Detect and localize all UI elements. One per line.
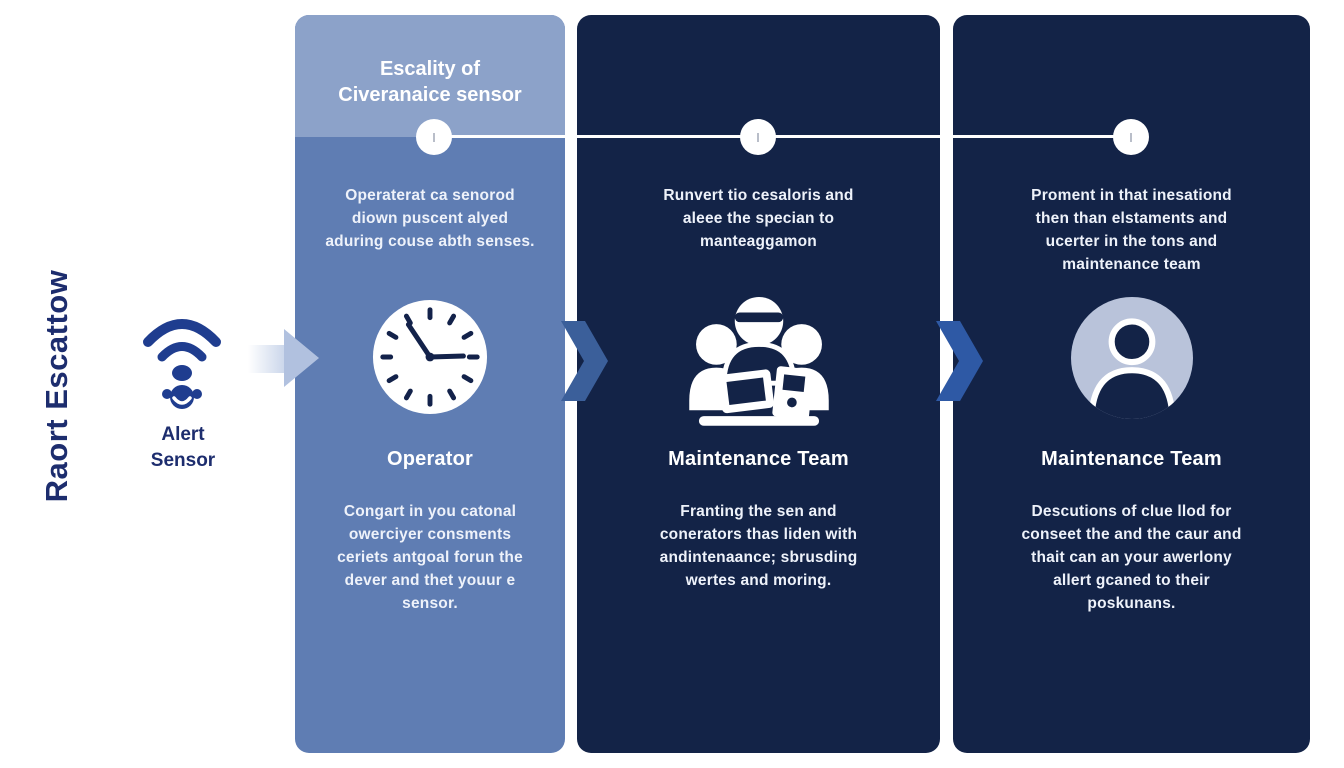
card3-top-text: Proment in that inesationd then than els… bbox=[1031, 187, 1232, 273]
fade-arrow-icon bbox=[284, 329, 319, 392]
card3-role-label: Maintenance Team bbox=[1041, 448, 1222, 470]
chevron-arrow-icon-2 bbox=[936, 321, 983, 406]
card1-role-label: Operator bbox=[386, 448, 474, 470]
fade-arrow-tail bbox=[248, 345, 286, 373]
card3-bottom-text: Descutions of clue llod for conseet the … bbox=[1021, 503, 1242, 612]
chevron-arrow-icon-1 bbox=[561, 321, 608, 406]
timeline-dot-1 bbox=[416, 119, 452, 155]
card1-header-band: Escality of Civeranaice sensor bbox=[295, 15, 565, 137]
card1-title: Escality of Civeranaice sensor bbox=[338, 58, 522, 106]
clock-icon bbox=[371, 298, 489, 421]
team-icon bbox=[681, 283, 836, 436]
card2-top-text: Runvert tio cesaloris and aleee the spec… bbox=[663, 187, 854, 250]
person-icon bbox=[1070, 297, 1193, 424]
vertical-page-title: Raort Escattow bbox=[39, 269, 74, 503]
wifi-sensor-icon bbox=[140, 308, 224, 417]
card1-bottom-text: Congart in you catonal owerciyer consmen… bbox=[337, 503, 523, 612]
card1-top-text: Operaterat ca senorod diown puscent alye… bbox=[325, 187, 535, 250]
card2-bottom-text: Franting the sen and conerators thas lid… bbox=[659, 503, 858, 589]
card2-role-label: Maintenance Team bbox=[668, 448, 849, 470]
timeline-line bbox=[434, 135, 1131, 138]
timeline-dot-3 bbox=[1113, 119, 1149, 155]
timeline-dot-2 bbox=[740, 119, 776, 155]
alert-sensor-label: Alert Sensor bbox=[150, 424, 216, 471]
